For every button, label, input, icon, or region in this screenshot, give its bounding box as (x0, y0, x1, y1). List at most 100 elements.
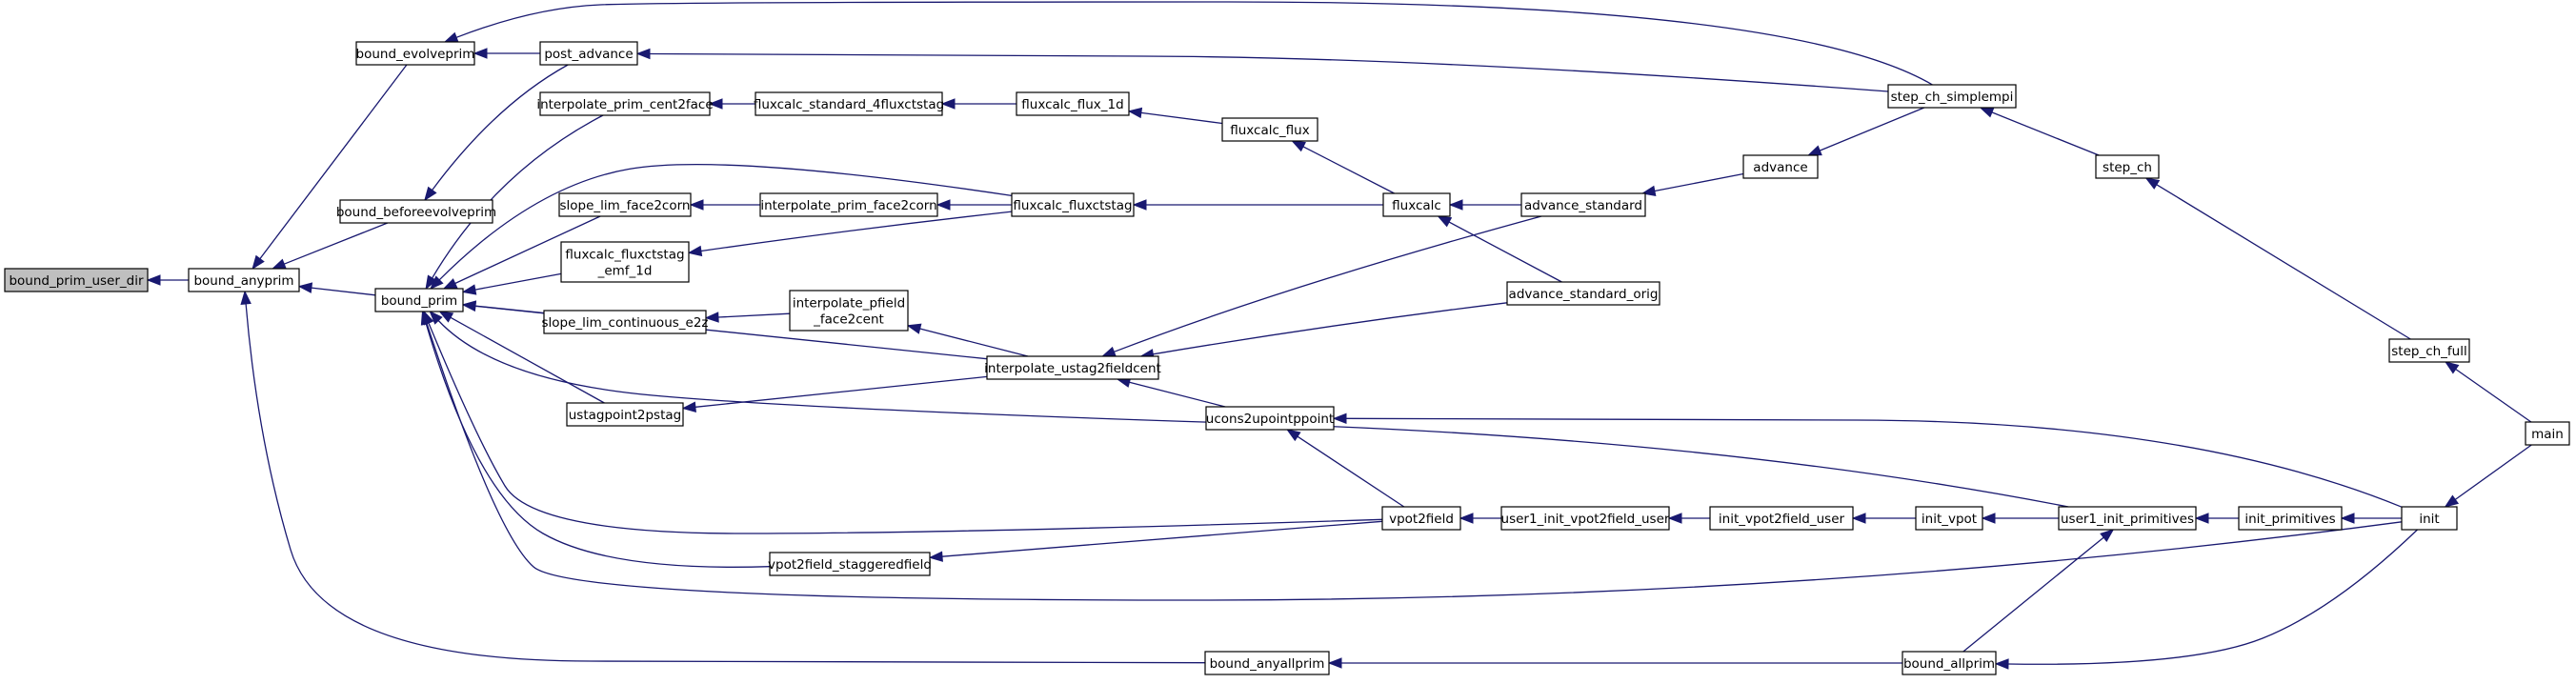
node-interpolate_pfield_face2cent[interactable]: interpolate_pfield_face2cent (789, 290, 909, 332)
node-fluxcalc_standard_4fluxctstag[interactable]: fluxcalc_standard_4fluxctstag (754, 91, 944, 116)
node-label: interpolate_prim_cent2face (536, 97, 713, 112)
edge-init_primitives-to-user1_init_primitives (2194, 513, 2239, 524)
node-label: slope_lim_face2corn (560, 198, 691, 213)
edge-advance_standard-to-fluxcalc (1448, 199, 1521, 211)
node-bound_prim_user_dir[interactable]: bound_prim_user_dir (4, 268, 149, 292)
node-label: init_primitives (2244, 512, 2335, 527)
node-label: ucons2upointppoint (1206, 412, 1334, 427)
edge-bound_allprim-to-bound_anyallprim (1327, 657, 1902, 669)
node-bound_allprim[interactable]: bound_allprim (1902, 651, 1997, 675)
edge-line (1129, 381, 1226, 408)
node-box (1902, 651, 1997, 675)
node-box (789, 290, 909, 332)
edge-line (1991, 111, 2100, 156)
arrowhead-icon (429, 310, 443, 325)
edge-line (283, 222, 389, 265)
edge-advance_standard_orig-to-interpolate_ustag2fieldcent (1139, 302, 1508, 360)
arrowhead-icon (708, 98, 723, 110)
arrowhead-icon (421, 310, 433, 326)
node-bound_beforeevolveprim[interactable]: bound_beforeevolveprim (336, 199, 496, 224)
node-slope_lim_continuous_e2z[interactable]: slope_lim_continuous_e2z (541, 310, 709, 334)
node-ucons2upointppoint[interactable]: ucons2upointppoint (1205, 406, 1335, 431)
edge-fluxcalc_fluxctstag-to-fluxcalc_fluxctstag_emf_1d (687, 211, 1013, 257)
node-label: bound_allprim (1903, 656, 1995, 672)
edge-vpot2field-to-vpot2field_staggeredfield (928, 520, 1383, 562)
node-fluxcalc[interactable]: fluxcalc (1382, 192, 1451, 217)
edge-init-to-ucons2upointppoint (1332, 412, 2403, 508)
edge-interpolate_ustag2fieldcent-to-ustagpoint2pstag (681, 375, 988, 412)
node-box (2095, 154, 2160, 179)
arrowhead-icon (2144, 177, 2161, 190)
node-label: interpolate_ustag2fieldcent (984, 361, 1161, 376)
node-step_ch_full[interactable]: step_ch_full (2388, 338, 2470, 363)
node-interpolate_prim_cent2face[interactable]: interpolate_prim_cent2face (536, 91, 714, 116)
node-fluxcalc_fluxctstag[interactable]: fluxcalc_fluxctstag (1011, 192, 1135, 217)
node-main[interactable]: main (2525, 421, 2570, 446)
edge-step_ch_simplempi-to-post_advance (635, 48, 1889, 92)
node-slope_lim_face2corn[interactable]: slope_lim_face2corn (558, 192, 692, 217)
node-box (2401, 506, 2458, 531)
edge-main-to-step_ch_full (2444, 361, 2532, 423)
node-post_advance[interactable]: post_advance (539, 41, 638, 66)
node-bound_anyprim[interactable]: bound_anyprim (188, 268, 300, 292)
node-label: bound_evolveprim (356, 47, 475, 62)
node-ustagpoint2pstag[interactable]: ustagpoint2pstag (566, 402, 684, 427)
node-vpot2field[interactable]: vpot2field (1381, 506, 1461, 531)
edge-line (717, 312, 791, 318)
node-box (1887, 84, 2017, 109)
arrowhead-icon (1448, 199, 1463, 211)
node-init_vpot2field_user[interactable]: init_vpot2field_user (1709, 506, 1854, 531)
node-box (1382, 192, 1451, 217)
edge-interpolate_prim_cent2face-to-bound_prim (425, 114, 604, 291)
edge-line (1302, 146, 1395, 194)
node-box (1709, 506, 1854, 531)
node-label: advance (1753, 160, 1807, 175)
node-step_ch_simplempi[interactable]: step_ch_simplempi (1887, 84, 2017, 109)
edge-user1_init_primitives-to-bound_prim (429, 310, 2069, 508)
node-fluxcalc_flux_1d[interactable]: fluxcalc_flux_1d (1016, 91, 1130, 116)
node-init[interactable]: init (2401, 506, 2458, 531)
node-advance[interactable]: advance (1742, 154, 1819, 179)
arrowhead-icon (2194, 513, 2209, 524)
node-vpot2field_staggeredfield[interactable]: vpot2field_staggeredfield (768, 552, 932, 576)
node-label: step_ch (2103, 160, 2152, 175)
node-fluxcalc_fluxctstag_emf_1d[interactable]: fluxcalc_fluxctstag_emf_1d (560, 241, 690, 283)
edge-bound_anyprim-to-bound_prim_user_dir (146, 274, 189, 286)
edge-line (432, 64, 569, 191)
edge-interpolate_prim_face2corn-to-slope_lim_face2corn (689, 199, 760, 211)
arrowhead-icon (1806, 145, 1822, 156)
edge-vpot2field-to-ucons2upointppoint (1286, 429, 1405, 508)
node-step_ch[interactable]: step_ch (2095, 154, 2160, 179)
node-bound_anyallprim[interactable]: bound_anyallprim (1204, 651, 1330, 675)
node-bound_prim[interactable]: bound_prim (374, 288, 464, 312)
node-box (759, 192, 938, 217)
edge-line (426, 323, 2403, 601)
node-label: bound_beforeevolveprim (336, 205, 496, 220)
node-user1_init_primitives[interactable]: user1_init_primitives (2058, 506, 2197, 531)
arrowhead-icon (1127, 107, 1143, 119)
edge-fluxcalc_fluxctstag_emf_1d-to-bound_prim (461, 272, 562, 295)
node-box (355, 41, 475, 66)
node-box (188, 268, 300, 292)
arrowhead-icon (240, 290, 252, 305)
node-box (539, 91, 711, 116)
node-fluxcalc_flux[interactable]: fluxcalc_flux (1221, 117, 1318, 142)
edge-interpolate_ustag2fieldcent-to-interpolate_pfield_face2cent (906, 323, 1029, 357)
node-advance_standard[interactable]: advance_standard (1520, 192, 1646, 217)
node-label: _face2cent (813, 312, 884, 328)
edge-line (941, 520, 1383, 557)
node-advance_standard_orig[interactable]: advance_standard_orig (1506, 281, 1660, 306)
edge-step_ch_full-to-step_ch (2144, 177, 2411, 340)
node-box (543, 310, 707, 334)
arrowhead-icon (1327, 657, 1342, 669)
node-bound_evolveprim[interactable]: bound_evolveprim (355, 41, 475, 66)
node-interpolate_prim_face2corn[interactable]: interpolate_prim_face2corn (759, 192, 938, 217)
node-interpolate_ustag2fieldcent[interactable]: interpolate_ustag2fieldcent (984, 355, 1161, 380)
node-init_primitives[interactable]: init_primitives (2238, 506, 2343, 531)
arrowhead-icon (2444, 494, 2460, 508)
node-box (2058, 506, 2197, 531)
node-init_vpot[interactable]: init_vpot (1915, 506, 1983, 531)
edge-fluxcalc-to-fluxcalc_fluxctstag (1132, 199, 1383, 211)
node-user1_init_vpot2field_user[interactable]: user1_init_vpot2field_user (1500, 506, 1670, 531)
